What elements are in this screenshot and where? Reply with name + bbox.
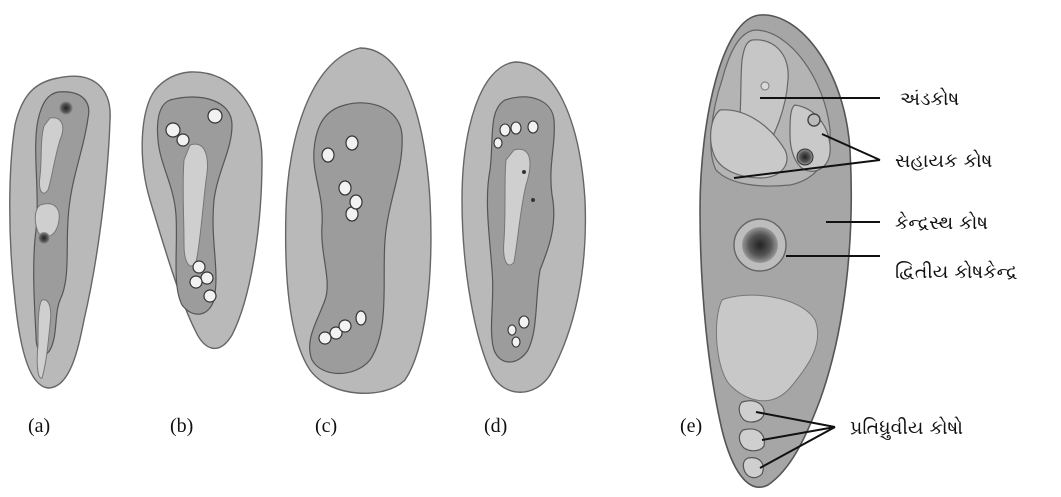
panel-c-nucleus [339, 320, 351, 332]
panel-d-nucleus [512, 337, 520, 347]
callout-central-cell: કેન્દ્રસ્થ કોષ [895, 212, 988, 234]
panel-c-nucleus [350, 195, 362, 209]
panel-label-c: (c) [315, 415, 337, 437]
antipodal-cell [739, 429, 764, 451]
secondary-nucleus [742, 227, 778, 263]
panel-d-nucleus [500, 124, 510, 136]
callout-antipodal-cells: પ્રતિધ્રુવીય કોષો [850, 417, 963, 439]
panel-c-drawing [286, 48, 431, 393]
panel-d-nucleus [528, 121, 538, 133]
panel-d-nucleus [522, 170, 526, 174]
panel-label-e: (e) [680, 415, 702, 437]
panel-d-nucleus [508, 325, 516, 335]
panel-d-nucleus [531, 198, 535, 202]
panel-label-a: (a) [28, 415, 50, 437]
antipodal-cell [739, 401, 764, 422]
panel-c-nucleus [322, 148, 334, 162]
panel-a-nucleus [38, 232, 50, 244]
panel-b-nucleus [177, 134, 189, 146]
panel-b-nucleus [204, 290, 216, 302]
panel-b-nucleus [193, 261, 205, 273]
panel-c-nucleus [346, 136, 358, 150]
panel-c-nucleus [356, 311, 366, 325]
panel-d-drawing [462, 62, 585, 392]
panel-a-drawing [10, 76, 110, 388]
egg-nucleus [761, 82, 769, 90]
panel-d-nucleus [494, 138, 502, 148]
panel-b-nucleus [190, 276, 202, 288]
panel-c-nucleus [339, 181, 351, 195]
synergid-nucleus [797, 149, 813, 165]
panel-label-b: (b) [170, 415, 193, 437]
panel-b-drawing [142, 72, 262, 348]
panel-label-d: (d) [484, 415, 507, 437]
synergid-nucleus [808, 114, 820, 126]
callout-secondary-nucleus: દ્વિતીય કોષકેન્દ્ર [895, 261, 1017, 283]
panel-c-nucleus [319, 332, 331, 344]
callout-synergids: સહાયક કોષ [895, 150, 992, 172]
panel-b-nucleus [166, 123, 180, 137]
panel-a-nucleus [59, 101, 73, 115]
panel-d-nucleus [511, 122, 521, 134]
panel-d-nucleus [519, 316, 529, 328]
panel-b-nucleus [201, 272, 213, 284]
panel-b-nucleus [208, 109, 222, 123]
callout-egg-cell: અંડકોષ [900, 88, 959, 110]
